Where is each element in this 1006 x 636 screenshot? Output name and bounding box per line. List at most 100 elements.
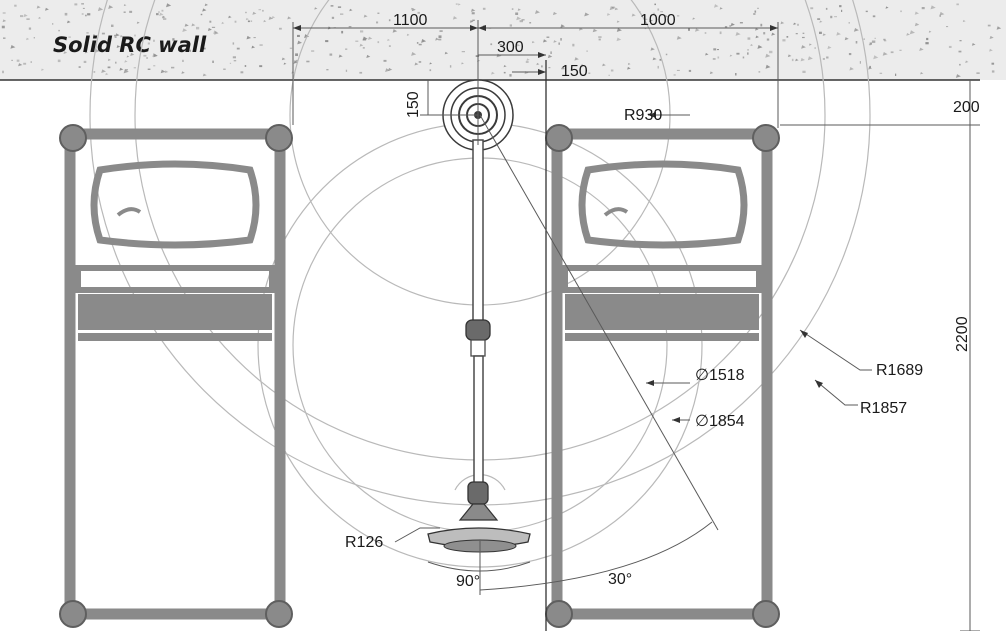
wall-speckle [956, 3, 959, 6]
bed-left-frame [64, 128, 286, 620]
wall-speckle [948, 45, 952, 48]
wall-speckle [156, 13, 159, 16]
wall-speckle [2, 70, 4, 74]
wall-speckle [616, 28, 622, 32]
wall-speckle [676, 36, 682, 40]
wall-speckle [234, 20, 237, 23]
bed-right-rail [562, 265, 762, 293]
bed-left-pillow-fold [116, 207, 142, 217]
wall-speckle [152, 53, 158, 57]
wall-speckle [516, 16, 522, 21]
wall-speckle [114, 34, 116, 37]
wall-speckle [801, 45, 806, 49]
wall-speckle [650, 47, 655, 51]
wall-speckle [311, 50, 315, 52]
wall-speckle [766, 38, 770, 41]
wall-speckle [802, 36, 805, 39]
wall-speckle [52, 23, 54, 25]
wall-speckle [452, 16, 458, 20]
wall-speckle [146, 57, 148, 59]
label-r1857: R1857 [860, 400, 907, 417]
wall-speckle [709, 71, 714, 75]
wall-speckle [890, 51, 894, 54]
wall-speckle [719, 31, 722, 35]
wall-speckle [657, 8, 660, 11]
wall-speckle [475, 55, 480, 57]
wall-speckle [921, 7, 925, 10]
bed-left-post-tl [59, 124, 87, 152]
wall-speckle [223, 68, 226, 70]
bed-right-post-tr [752, 124, 780, 152]
wall-speckle [868, 66, 872, 70]
wall-speckle [899, 49, 902, 51]
wall-speckle [883, 38, 886, 41]
wall-speckle [45, 7, 49, 11]
wall-speckle [612, 6, 615, 8]
wall-speckle [572, 43, 575, 47]
wall-speckle [592, 28, 598, 33]
wall-speckle [325, 40, 329, 43]
wall-speckle [793, 22, 797, 25]
wall-speckle [81, 3, 84, 5]
bed-right-post-br [752, 600, 780, 628]
wall-speckle [914, 22, 920, 27]
wall-speckle [962, 19, 966, 23]
wall-speckle [531, 41, 535, 44]
wall-speckle [410, 7, 414, 10]
wall-speckle [136, 21, 140, 24]
wall-speckle [236, 47, 240, 50]
wall-speckle [819, 31, 822, 34]
wall-speckle [438, 35, 442, 38]
wall-speckle [439, 30, 443, 32]
wall-speckle [757, 7, 759, 9]
wall-speckle [704, 32, 707, 34]
wall-speckle [736, 52, 740, 55]
wall-speckle [93, 34, 95, 37]
wall-concrete-texture [1, 3, 1002, 78]
wall-speckle [387, 38, 390, 41]
wall-speckle [665, 53, 668, 56]
wall-speckle [795, 33, 798, 35]
wall-speckle [376, 21, 379, 24]
wall-speckle [926, 37, 929, 41]
wall-speckle [543, 39, 548, 43]
wall-speckle [797, 23, 799, 26]
wall-speckle [259, 44, 263, 46]
wall-speckle [337, 6, 342, 8]
wall-speckle [517, 8, 521, 11]
wall-speckle [186, 50, 189, 52]
wall-speckle [82, 7, 85, 9]
wall-speckle [546, 36, 550, 38]
wall-speckle [782, 39, 786, 42]
wall-speckle [469, 19, 474, 23]
wall-speckle [105, 72, 109, 76]
bed-left-blanket-fold [78, 294, 272, 330]
bed-right-blanket-edge [565, 333, 759, 341]
wall-speckle [314, 7, 318, 10]
wall-speckle [461, 51, 465, 53]
wall-speckle [581, 64, 583, 67]
wall-speckle [14, 4, 17, 7]
wall-speckle [338, 54, 343, 58]
leader-r1689 [799, 329, 872, 371]
wall-speckle [649, 19, 653, 22]
wall-speckle [245, 17, 249, 21]
wall-speckle [153, 65, 156, 67]
label-r1689: R1689 [876, 362, 923, 379]
wall-speckle [418, 43, 422, 46]
wall-speckle [296, 59, 298, 61]
wall-speckle [119, 67, 124, 71]
wall-speckle [996, 26, 1002, 30]
wall-speckle [705, 52, 709, 56]
wall-speckle [81, 13, 84, 15]
wall-speckle [609, 6, 615, 11]
wall-speckle [388, 45, 391, 47]
arrow-1100-left [293, 25, 301, 31]
wall-speckle [509, 74, 512, 77]
wall-speckle [191, 23, 196, 27]
wall-speckle [561, 67, 565, 70]
wall-speckle [133, 67, 136, 69]
angle-30-arc [479, 521, 713, 591]
wall-speckle [802, 32, 805, 34]
wall-speckle [535, 10, 540, 14]
